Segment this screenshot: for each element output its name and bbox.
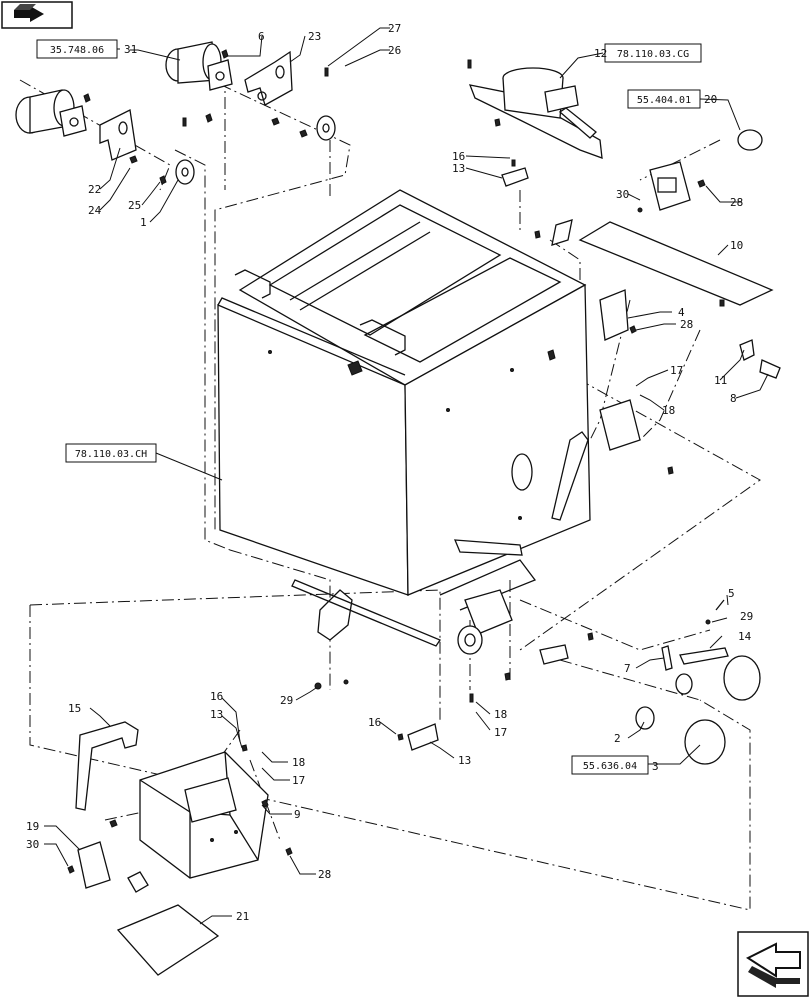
svg-text:78.110.03.CG: 78.110.03.CG [617, 49, 689, 60]
light-assembly [635, 599, 761, 765]
callout-7: 7 [624, 662, 631, 675]
plate-10 [578, 221, 774, 307]
return-arrow-icon [14, 4, 44, 22]
callout-22: 22 [88, 183, 101, 196]
callout-4: 4 [678, 306, 685, 319]
callout-21: 21 [236, 910, 249, 923]
callout-labels: 31 6 23 27 26 12 20 16 13 30 28 10 4 28 … [26, 22, 753, 923]
gearbox-assembly [291, 579, 513, 655]
svg-text:55.404.01: 55.404.01 [637, 95, 691, 106]
callout-18-mid: 18 [662, 404, 675, 417]
callout-14: 14 [738, 630, 752, 643]
callout-12: 12 [594, 47, 607, 60]
bracket-4 [599, 289, 637, 341]
callout-28-mid: 28 [680, 318, 693, 331]
callout-17-left: 17 [292, 774, 305, 787]
next-page-button[interactable] [737, 931, 809, 997]
ref-box-78110ch[interactable]: 78.110.03.CH [65, 443, 157, 463]
main-cabinet [217, 189, 591, 596]
callout-16-left: 16 [210, 690, 223, 703]
motor-assembly-left [15, 41, 336, 185]
callout-6: 6 [258, 30, 265, 43]
callout-16-bottom: 16 [368, 716, 381, 729]
svg-text:55.636.04: 55.636.04 [583, 761, 637, 772]
callout-3: 3 [652, 760, 659, 773]
callout-31: 31 [124, 43, 137, 56]
ref-box-78110cg[interactable]: 78.110.03.CG [604, 43, 702, 63]
callout-25: 25 [128, 199, 141, 212]
ref-box-55636[interactable]: 55.636.04 [571, 755, 649, 775]
callout-30-bottom: 30 [26, 838, 39, 851]
callout-29-left: 29 [280, 694, 293, 707]
clip-parts [739, 339, 781, 379]
callout-18-left: 18 [292, 756, 305, 769]
callout-24: 24 [88, 204, 102, 217]
leader-lines [44, 27, 769, 925]
hopper-component [467, 59, 603, 159]
callout-29-right: 29 [740, 610, 753, 623]
callout-17-bottom: 17 [494, 726, 507, 739]
ref-box-35748[interactable]: 35.748.06 [36, 39, 118, 59]
light-bracket [637, 129, 763, 213]
latch-parts [241, 159, 573, 752]
controller-housing [67, 721, 293, 976]
svg-text:78.110.03.CH: 78.110.03.CH [75, 449, 147, 460]
callout-13-left: 13 [210, 708, 223, 721]
back-nav-button[interactable] [1, 1, 73, 29]
callout-11: 11 [714, 374, 727, 387]
arm-linkage [439, 399, 641, 611]
callout-5: 5 [728, 587, 735, 600]
next-page-arrow-icon [745, 942, 801, 988]
callout-13-top: 13 [452, 162, 465, 175]
callout-28-bottom: 28 [318, 868, 331, 881]
callout-15: 15 [68, 702, 81, 715]
callout-17-mid: 17 [670, 364, 683, 377]
callout-19: 19 [26, 820, 39, 833]
callout-9: 9 [294, 808, 301, 821]
callout-27: 27 [388, 22, 401, 35]
callout-1: 1 [140, 216, 147, 229]
callout-30-top: 30 [616, 188, 629, 201]
callout-13-bottom: 13 [458, 754, 471, 767]
callout-26: 26 [388, 44, 401, 57]
callout-18-bottom: 18 [494, 708, 507, 721]
small-hardware [314, 230, 674, 703]
callout-20: 20 [704, 93, 717, 106]
callout-8: 8 [730, 392, 737, 405]
svg-text:35.748.06: 35.748.06 [50, 45, 104, 56]
callout-16-top: 16 [452, 150, 465, 163]
callout-28-top: 28 [730, 196, 743, 209]
ref-box-55404[interactable]: 55.404.01 [627, 89, 701, 109]
callout-23: 23 [308, 30, 321, 43]
callout-2: 2 [614, 732, 621, 745]
callout-10: 10 [730, 239, 743, 252]
